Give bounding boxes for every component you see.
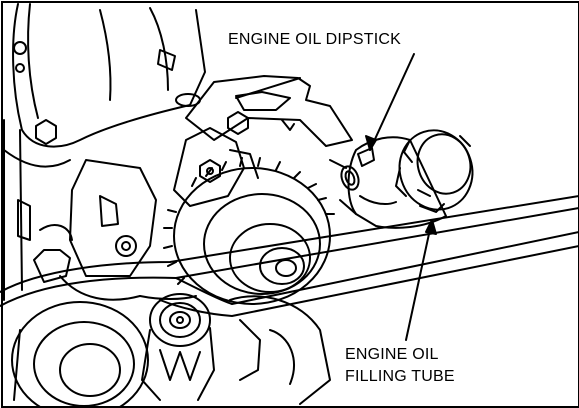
filling-tube-label-line2: FILLING TUBE (343, 367, 457, 387)
lower-right-pump (229, 295, 331, 405)
serpentine-belt (0, 195, 579, 317)
oil-filling-tube (339, 136, 447, 229)
upper-housing (12, 3, 206, 148)
tensioner-pulley (163, 157, 335, 305)
lower-large-pulley (11, 301, 149, 407)
center-bracket (59, 127, 259, 301)
dipstick-label: ENGINE OIL DIPSTICK (226, 30, 404, 50)
lower-small-pulley (141, 293, 215, 401)
dipstick-handle (329, 147, 375, 191)
dipstick-leader-line (365, 53, 415, 151)
filling-tube-label-line1: ENGINE OIL (343, 345, 441, 365)
oil-filler-cap (395, 129, 474, 213)
upper-bracket (185, 75, 353, 147)
filling-tube-leader-line (405, 219, 437, 341)
